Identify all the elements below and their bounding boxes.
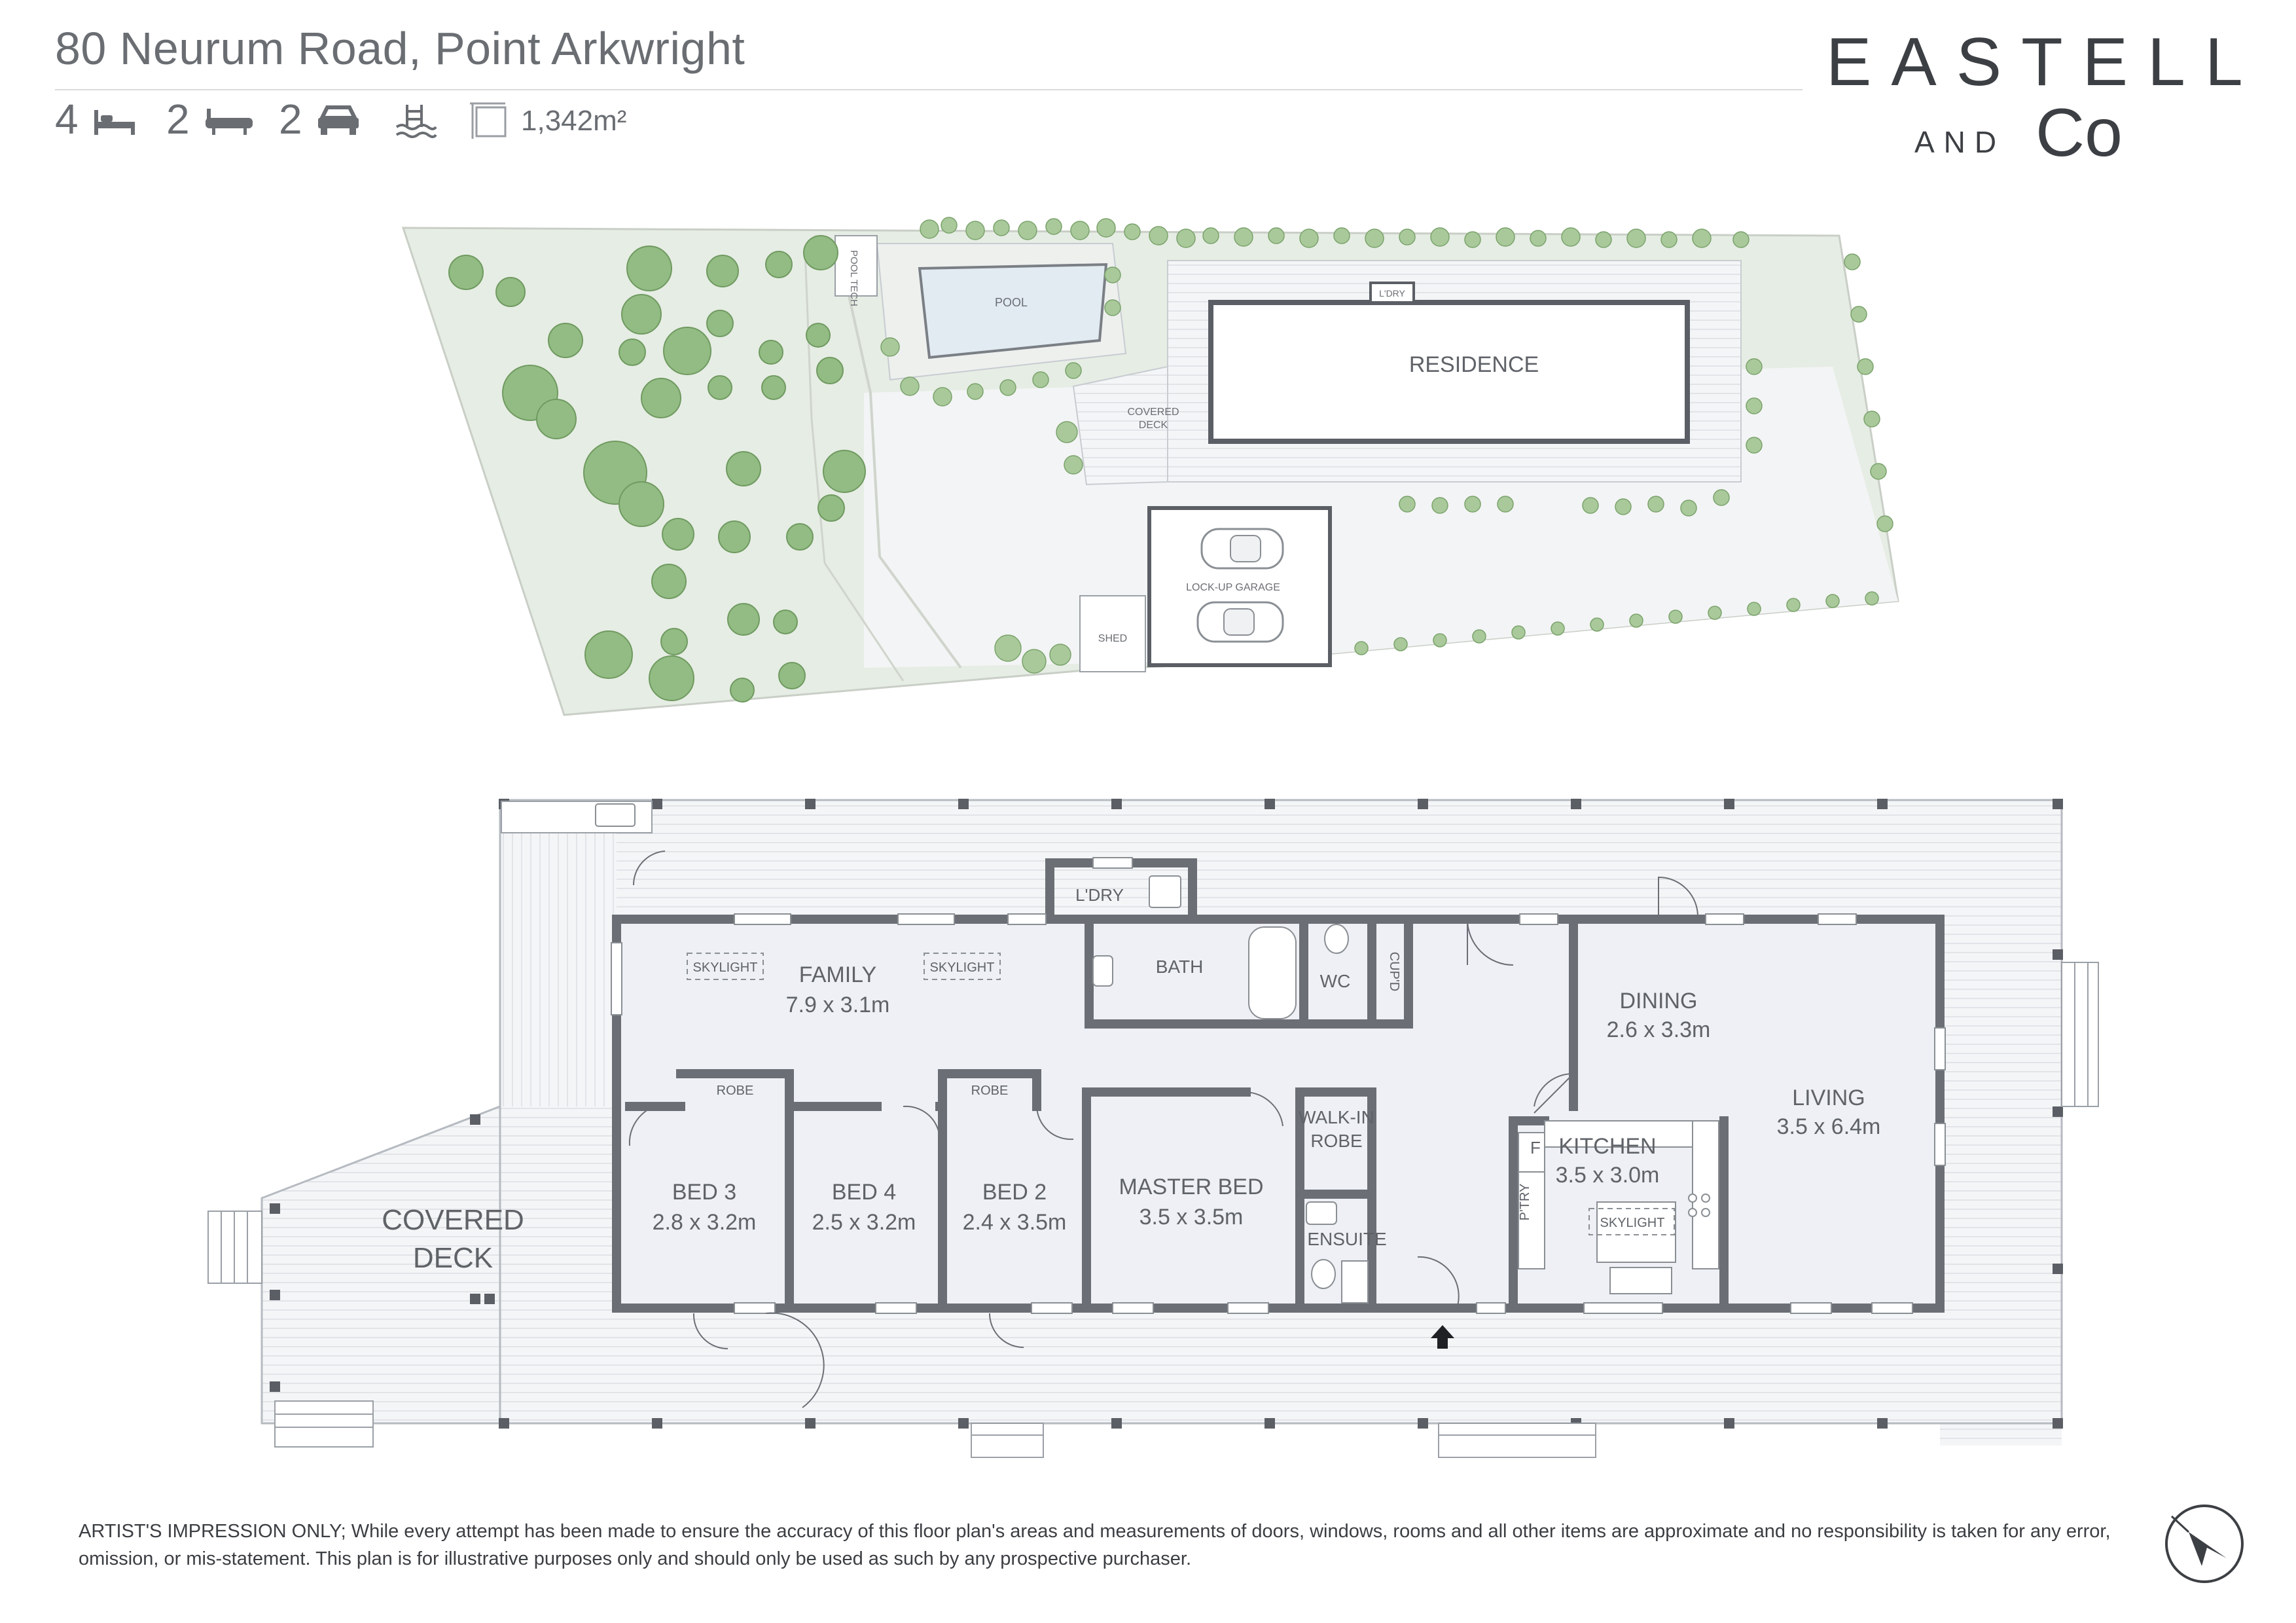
wc-toilet bbox=[1324, 924, 1349, 954]
garage-label: LOCK-UP GARAGE bbox=[1186, 582, 1280, 593]
ensuite-shower bbox=[1341, 1260, 1369, 1304]
doors bbox=[628, 850, 1698, 1408]
family-skylight-1: SKYLIGHT bbox=[693, 960, 758, 975]
deck-steps bbox=[207, 801, 2099, 1458]
bed3-name: BED 3 bbox=[672, 1180, 736, 1205]
kitchen-size: 3.5 x 3.0m bbox=[1556, 1163, 1660, 1188]
shed-label: SHED bbox=[1098, 633, 1127, 644]
bed3-size: 2.8 x 3.2m bbox=[653, 1210, 757, 1235]
land-size: 1,342m² bbox=[521, 105, 627, 137]
property-address: 80 Neurum Road, Point Arkwright bbox=[55, 23, 745, 74]
dining-size: 2.6 x 3.3m bbox=[1607, 1017, 1711, 1042]
wc-label: WC bbox=[1320, 971, 1351, 991]
family-name: FAMILY bbox=[799, 962, 876, 987]
bathtub bbox=[1248, 926, 1297, 1019]
family-size: 7.9 x 3.1m bbox=[786, 993, 890, 1017]
pool-tech-label: POOL TECH bbox=[848, 250, 859, 306]
bedrooms-count: 4 bbox=[55, 96, 79, 143]
rear-deck bbox=[500, 800, 2062, 923]
front-deck bbox=[262, 1308, 2062, 1423]
brand-and: AND bbox=[1914, 125, 2006, 159]
bed2-size: 2.4 x 3.5m bbox=[963, 1210, 1067, 1235]
cupboard-label: CUP'D bbox=[1387, 952, 1401, 992]
covered-deck-area bbox=[262, 1106, 617, 1308]
car-spaces-count: 2 bbox=[279, 96, 302, 143]
kitchen-bench bbox=[1544, 1120, 1719, 1148]
site-laundry-label: L'DRY bbox=[1379, 288, 1405, 299]
north-arrow-icon bbox=[2165, 1504, 2244, 1583]
disclaimer: ARTIST'S IMPRESSION ONLY; While every at… bbox=[79, 1521, 2111, 1569]
kitchen-island bbox=[1596, 1201, 1676, 1263]
bed3-robe-label: ROBE bbox=[717, 1084, 754, 1098]
living-name: LIVING bbox=[1792, 1085, 1865, 1110]
bed2-robe-label: ROBE bbox=[971, 1084, 1009, 1098]
pool-tech bbox=[834, 235, 878, 297]
pool bbox=[918, 263, 1108, 359]
walk-in-robe-label-2: ROBE bbox=[1310, 1131, 1362, 1151]
residence bbox=[1208, 300, 1690, 444]
shed bbox=[1079, 595, 1146, 672]
bed2-name: BED 2 bbox=[982, 1180, 1047, 1205]
pool-label: POOL bbox=[995, 296, 1028, 309]
brand-name: EASTELL bbox=[1826, 24, 2263, 100]
car-shape-2 bbox=[1196, 601, 1284, 643]
family-skylight-2: SKYLIGHT bbox=[930, 960, 995, 975]
brand-co: Co bbox=[2036, 95, 2123, 171]
walk-in-robe-label-1: WALK-IN bbox=[1299, 1107, 1374, 1127]
car-icon bbox=[318, 105, 359, 135]
skylights bbox=[687, 953, 1675, 1235]
fixtures bbox=[595, 803, 1719, 1304]
bathrooms-count: 2 bbox=[166, 96, 190, 143]
kitchen-skylight: SKYLIGHT bbox=[1600, 1216, 1665, 1230]
pantry-label: P'TRY bbox=[1518, 1184, 1532, 1221]
header-divider bbox=[55, 89, 1803, 90]
site-covered-deck bbox=[1072, 365, 1168, 486]
laundry-tub bbox=[1149, 875, 1181, 908]
brand-logo: EASTELL AND Co bbox=[1826, 26, 2251, 177]
bed4-name: BED 4 bbox=[832, 1180, 896, 1205]
windows bbox=[611, 857, 1946, 1314]
ensuite-basin bbox=[1306, 1201, 1337, 1225]
entry-arrow bbox=[1431, 1325, 1454, 1349]
master-bed-name: MASTER BED bbox=[1119, 1175, 1263, 1199]
ensuite-label: ENSUITE bbox=[1307, 1229, 1386, 1249]
fridge-label: F bbox=[1530, 1138, 1541, 1158]
pool-icon bbox=[395, 105, 437, 138]
ensuite-toilet bbox=[1311, 1259, 1336, 1289]
kitchen-name: KITCHEN bbox=[1558, 1134, 1656, 1159]
covered-deck-label-1: COVERED bbox=[382, 1204, 524, 1236]
bed-icon bbox=[94, 110, 135, 135]
covered-deck-label-2: DECK bbox=[413, 1242, 493, 1274]
car-shape-1 bbox=[1200, 528, 1284, 570]
master-bed-size: 3.5 x 3.5m bbox=[1139, 1205, 1244, 1230]
deck-posts bbox=[270, 799, 2063, 1429]
bath-basin bbox=[1092, 955, 1113, 987]
site-trees bbox=[448, 235, 866, 702]
bath-label: BATH bbox=[1156, 957, 1204, 977]
land-size-icon bbox=[470, 102, 507, 139]
living-size: 3.5 x 6.4m bbox=[1777, 1114, 1881, 1139]
laundry-label: L'DRY bbox=[1075, 885, 1124, 905]
site-hedges bbox=[880, 217, 1893, 674]
dining-name: DINING bbox=[1620, 989, 1698, 1013]
bath-icon bbox=[206, 109, 253, 135]
residence-label: RESIDENCE bbox=[1409, 352, 1539, 377]
bed4-size: 2.5 x 3.2m bbox=[812, 1210, 916, 1235]
